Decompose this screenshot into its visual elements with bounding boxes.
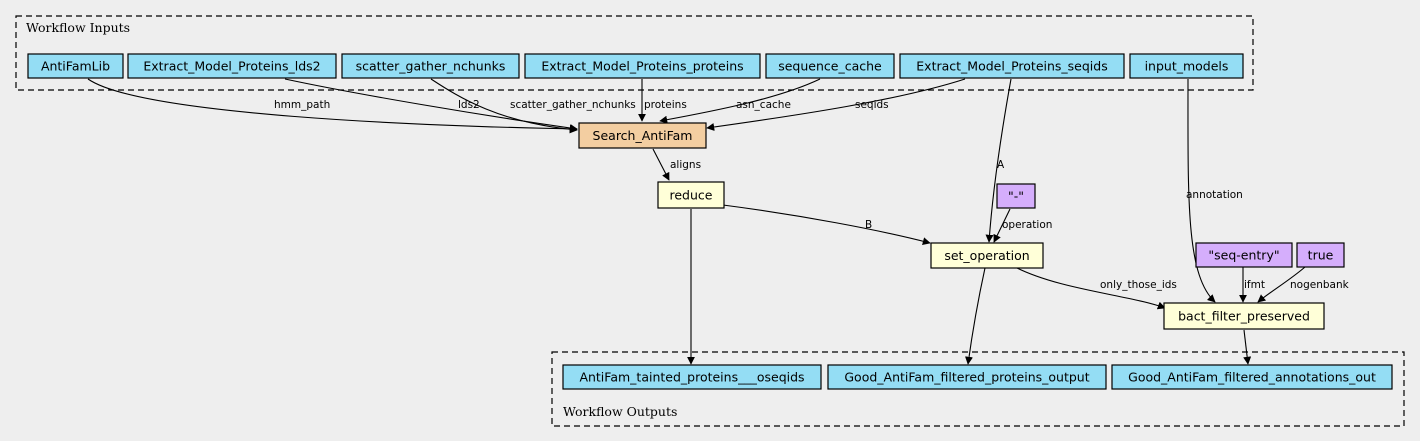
edge-set-op-to-good-proteins: [965, 267, 986, 365]
output-node-tainted-proteins-label: AntiFam_tainted_proteins___oseqids: [579, 370, 804, 385]
edge-lds2: [284, 78, 578, 132]
edge-hmm-path: [87, 78, 578, 133]
edge-bact-filter-to-annotations: [1243, 329, 1252, 365]
edge-label-aligns: aligns: [670, 159, 701, 171]
step-node-set-operation[interactable]: set_operation: [930, 242, 1044, 269]
input-node-scatter-gather-nchunks[interactable]: scatter_gather_nchunks: [341, 53, 520, 79]
workflow-outputs-label: Workflow Outputs: [563, 404, 677, 419]
edge-a: [985, 78, 1012, 243]
output-node-good-proteins[interactable]: Good_AntiFam_filtered_proteins_output: [827, 364, 1107, 390]
edge-operation: [993, 208, 1011, 243]
output-node-good-proteins-label: Good_AntiFam_filtered_proteins_output: [844, 370, 1089, 385]
edge-label-ifmt: ifmt: [1244, 279, 1265, 291]
workflow-inputs-cluster: Workflow Inputs: [15, 15, 1254, 91]
step-node-search-antifam[interactable]: Search_AntiFam: [578, 122, 707, 149]
input-node-lds2-label: Extract_Model_Proteins_lds2: [143, 59, 320, 74]
edge-asn-cache: [659, 78, 821, 124]
edge-label-nogenbank: nogenbank: [1290, 279, 1350, 291]
edge-label-lds2: lds2: [458, 99, 480, 111]
constant-node-true-label: true: [1308, 248, 1334, 263]
output-node-good-annotations[interactable]: Good_AntiFam_filtered_annotations_out: [1111, 364, 1393, 390]
output-node-good-annotations-label: Good_AntiFam_filtered_annotations_out: [1128, 370, 1376, 385]
input-node-input-models-label: input_models: [1145, 59, 1229, 74]
input-node-sequence-cache[interactable]: sequence_cache: [765, 53, 895, 79]
constant-node-true[interactable]: true: [1296, 242, 1345, 268]
step-node-reduce[interactable]: reduce: [657, 181, 725, 209]
output-node-tainted-proteins[interactable]: AntiFam_tainted_proteins___oseqids: [562, 364, 822, 390]
input-node-proteins-label: Extract_Model_Proteins_proteins: [541, 59, 743, 74]
input-node-antifamlib-label: AntiFamLib: [41, 59, 110, 74]
constant-node-dash-label: "-": [1008, 189, 1024, 204]
edge-label-annotation: annotation: [1186, 189, 1243, 201]
edge-label-b: B: [865, 219, 872, 231]
constant-node-seq-entry-label: "seq-entry": [1208, 248, 1279, 263]
input-node-seqids[interactable]: Extract_Model_Proteins_seqids: [899, 53, 1125, 79]
edge-only-those-ids: [1014, 266, 1166, 310]
edge-scatter-gather: [430, 78, 578, 134]
input-node-lds2[interactable]: Extract_Model_Proteins_lds2: [127, 53, 337, 79]
workflow-outputs-cluster: Workflow Outputs: [551, 351, 1405, 427]
input-node-input-models[interactable]: input_models: [1129, 53, 1244, 79]
edge-label-asn-cache: asn_cache: [736, 99, 791, 111]
edge-b: [722, 204, 931, 246]
edge-seqids: [706, 78, 966, 131]
edge-label-only-those-ids: only_those_ids: [1100, 279, 1177, 291]
input-node-proteins[interactable]: Extract_Model_Proteins_proteins: [524, 53, 761, 79]
edge-aligns: [652, 148, 670, 181]
constant-node-seq-entry[interactable]: "seq-entry": [1195, 242, 1293, 268]
edge-annotation: [1187, 78, 1216, 303]
constant-node-dash[interactable]: "-": [996, 183, 1036, 209]
input-node-scatter-gather-nchunks-label: scatter_gather_nchunks: [356, 59, 506, 74]
edge-label-scatter-gather: scatter_gather_nchunks: [510, 99, 636, 111]
step-node-set-operation-label: set_operation: [944, 248, 1029, 263]
edges: hmm_path lds2 scatter_gather_nchunks pro…: [87, 78, 1350, 365]
step-node-bact-filter-preserved-label: bact_filter_preserved: [1178, 309, 1310, 324]
input-node-seqids-label: Extract_Model_Proteins_seqids: [916, 59, 1107, 74]
edge-label-proteins: proteins: [644, 99, 687, 111]
step-node-search-antifam-label: Search_AntiFam: [593, 128, 693, 143]
edge-label-operation: operation: [1002, 219, 1052, 231]
input-node-sequence-cache-label: sequence_cache: [778, 59, 882, 74]
edge-label-hmm-path: hmm_path: [274, 99, 330, 111]
edge-label-seqids: seqids: [855, 99, 889, 111]
step-node-reduce-label: reduce: [670, 188, 713, 203]
edge-label-a: A: [997, 159, 1005, 171]
input-node-antifamlib[interactable]: AntiFamLib: [27, 53, 124, 79]
step-node-bact-filter-preserved[interactable]: bact_filter_preserved: [1163, 302, 1325, 330]
edge-nogenbank: [1257, 266, 1306, 303]
workflow-inputs-label: Workflow Inputs: [26, 20, 130, 35]
